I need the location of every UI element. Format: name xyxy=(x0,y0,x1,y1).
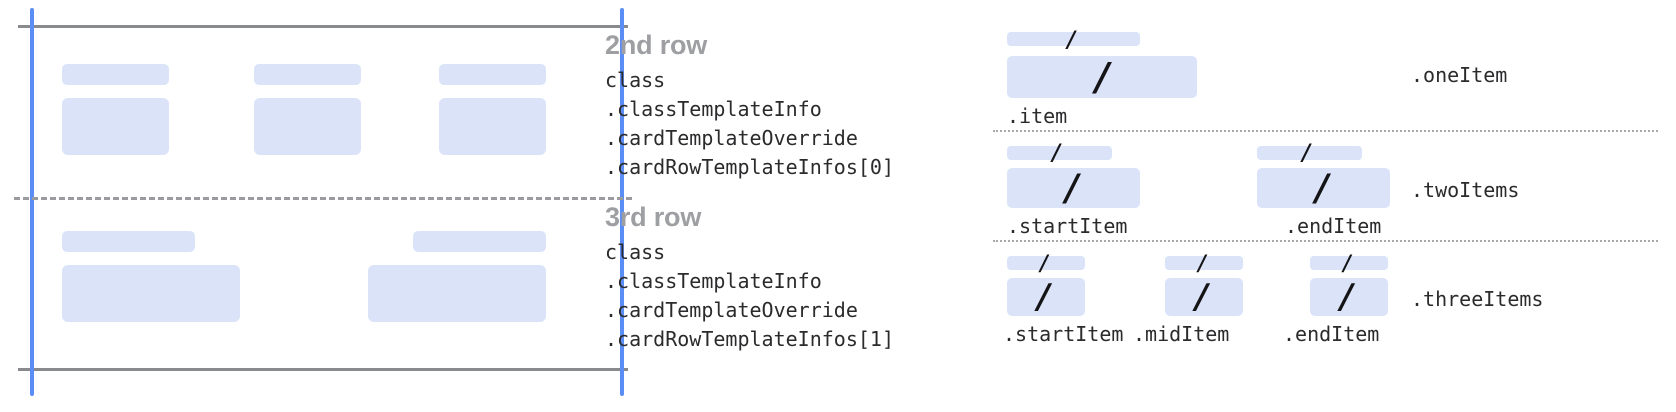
row-2-col-3-content-box xyxy=(439,98,546,155)
row-description-2nd-code-line-1: class xyxy=(605,68,666,92)
slot-end-item-two-content-box xyxy=(1257,168,1390,208)
slot-start-item-two-label-bar xyxy=(1007,146,1112,160)
row-2-col-2-label-bar xyxy=(254,64,361,85)
slot-item-name: .item xyxy=(1007,104,1068,128)
item-group-divider-1 xyxy=(993,130,1658,132)
slot-end-item-three-content-box xyxy=(1310,278,1388,316)
card-leading-margin-guide xyxy=(30,8,34,396)
slot-start-item-three-content-box xyxy=(1007,278,1085,316)
row-3-preview xyxy=(0,197,640,372)
row-description-2nd-title: 2nd row xyxy=(605,30,708,60)
row-description-2nd-code-line-4: .cardRowTemplateInfos[0] xyxy=(605,155,894,179)
slot-item-label-bar xyxy=(1007,32,1140,46)
row-description-2nd: 2nd row class .classTemplateInfo .cardTe… xyxy=(605,30,894,182)
slot-end-item-three-label-bar xyxy=(1310,256,1388,270)
item-group-three-items-label: .threeItems xyxy=(1411,287,1544,311)
row-description-3rd-code-line-3: .cardTemplateOverride xyxy=(605,298,858,322)
row-description-3rd-code-line-4: .cardRowTemplateInfos[1] xyxy=(605,327,894,351)
row-3-col-2-content-box xyxy=(368,265,546,322)
item-group-one-item-label: .oneItem xyxy=(1411,63,1508,87)
slot-start-item-two-name: .startItem xyxy=(1007,214,1128,238)
row-divider-guide xyxy=(14,197,632,200)
row-2-col-1-content-box xyxy=(62,98,169,155)
card-bottom-edge-guide xyxy=(18,368,628,371)
row-2-col-2-content-box xyxy=(254,98,361,155)
slot-item: / / xyxy=(1007,29,1207,98)
card-trailing-margin-guide xyxy=(620,8,624,396)
slot-end-item-two-label-bar xyxy=(1257,146,1362,160)
slot-mid-item-three-label-bar xyxy=(1165,256,1243,270)
slot-end-item-three: / / xyxy=(1310,252,1420,316)
slot-mid-item-three-content-box xyxy=(1165,278,1243,316)
row-3-col-1-label-bar xyxy=(62,231,195,252)
card-row-preview xyxy=(0,0,640,412)
row-description-2nd-code-line-2: .classTemplateInfo xyxy=(605,97,822,121)
slot-start-item-two-content-box xyxy=(1007,168,1140,208)
card-top-edge-guide xyxy=(18,25,628,28)
row-description-3rd-title: 3rd row xyxy=(605,202,702,232)
row-2-preview xyxy=(0,0,640,197)
item-group-two-items-label: .twoItems xyxy=(1411,178,1520,202)
item-variants-panel: / / .item .oneItem / / .startItem / / .e… xyxy=(985,0,1676,412)
slot-start-item-three-label-bar xyxy=(1007,256,1085,270)
row-3-col-2-label-bar xyxy=(413,231,546,252)
slot-start-item-three-name: .startItem xyxy=(1003,322,1124,346)
item-group-two-items: / / .startItem / / .endItem .twoItems xyxy=(985,132,1676,242)
slot-start-item-three: / / xyxy=(1007,252,1117,316)
row-description-2nd-code-line-3: .cardTemplateOverride xyxy=(605,126,858,150)
row-2-col-3-label-bar xyxy=(439,64,546,85)
slot-item-content-box xyxy=(1007,56,1197,98)
item-group-divider-2 xyxy=(993,240,1658,242)
item-group-one-item: / / .item .oneItem xyxy=(985,0,1676,132)
slot-end-item-two: / / xyxy=(1257,142,1422,208)
row-description-3rd-code-line-1: class xyxy=(605,240,666,264)
row-description-3rd: 3rd row class .classTemplateInfo .cardTe… xyxy=(605,202,894,354)
item-group-three-items: / / .startItem / / .midItem / / .endItem… xyxy=(985,240,1676,352)
slot-start-item-two: / / xyxy=(1007,142,1172,208)
row-2-col-1-label-bar xyxy=(62,64,169,85)
slot-end-item-two-name: .endItem xyxy=(1285,214,1382,238)
row-description-3rd-code-line-2: .classTemplateInfo xyxy=(605,269,822,293)
slot-mid-item-three: / / xyxy=(1165,252,1275,316)
slot-mid-item-three-name: .midItem xyxy=(1133,322,1230,346)
row-3-col-1-content-box xyxy=(62,265,240,322)
slot-end-item-three-name: .endItem xyxy=(1283,322,1380,346)
